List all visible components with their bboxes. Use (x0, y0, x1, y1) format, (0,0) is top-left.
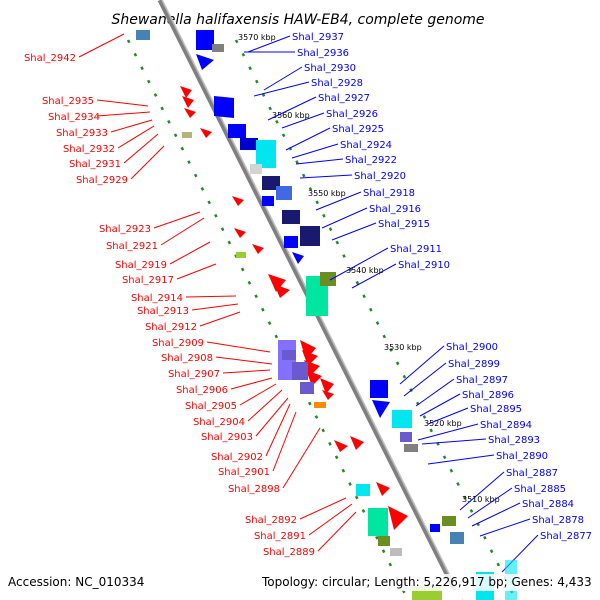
gene-label: Shal_2907 (168, 369, 220, 380)
gene-label: Shal_2878 (532, 515, 584, 526)
gene-label: Shal_2890 (496, 451, 548, 462)
gene-label: Shal_2914 (131, 293, 183, 304)
gene-label: Shal_2899 (448, 359, 500, 370)
gene-label: Shal_2887 (506, 468, 558, 479)
gene-label: Shal_2901 (218, 467, 270, 478)
gene-label: Shal_2927 (318, 93, 370, 104)
gene-label: Shal_2902 (211, 452, 263, 463)
reverse-strand-features (136, 30, 408, 556)
gene-label: Shal_2934 (48, 112, 100, 123)
gene-label: Shal_2889 (263, 547, 315, 558)
gene-label: Shal_2898 (228, 484, 280, 495)
kbp-label: 3550 kbp (308, 189, 346, 198)
gene-label: Shal_2877 (540, 531, 592, 542)
gene-label: Shal_2923 (99, 224, 151, 235)
accession-text: Accession: NC_010334 (8, 575, 144, 589)
gene-label: Shal_2916 (369, 204, 421, 215)
kbp-markers: 3570 kbp 3560 kbp 3550 kbp 3540 kbp 3530… (238, 33, 500, 504)
gene-label: Shal_2915 (378, 219, 430, 230)
gene-label: Shal_2928 (311, 78, 363, 89)
gene-label: Shal_2936 (297, 48, 349, 59)
gene-label: Shal_2894 (480, 420, 532, 431)
gene-label: Shal_2930 (304, 63, 356, 74)
gene-label: Shal_2919 (115, 260, 167, 271)
kbp-label: 3520 kbp (424, 419, 462, 428)
gene-label: Shal_2926 (326, 109, 378, 120)
gene-label: Shal_2893 (488, 435, 540, 446)
gene-label: Shal_2892 (245, 515, 297, 526)
reverse-leader-lines (78, 33, 357, 552)
gene-label: Shal_2897 (456, 375, 508, 386)
gene-label: Shal_2884 (522, 499, 574, 510)
gene-label: Shal_2929 (76, 175, 128, 186)
gene-label: Shal_2924 (340, 140, 392, 151)
gene-label: Shal_2918 (363, 188, 415, 199)
gene-label: Shal_2912 (145, 322, 197, 333)
gene-label: Shal_2909 (152, 338, 204, 349)
gene-label: Shal_2905 (185, 401, 237, 412)
kbp-label: 3560 kbp (272, 111, 310, 120)
genome-summary-text: Topology: circular; Length: 5,226,917 bp… (261, 575, 592, 589)
forward-leader-lines (244, 35, 539, 573)
gene-label: Shal_2932 (63, 144, 115, 155)
gene-label: Shal_2925 (332, 124, 384, 135)
gene-label: Shal_2937 (292, 32, 344, 43)
map-title: Shewanella halifaxensis HAW-EB4, complet… (111, 12, 484, 28)
gene-label: Shal_2903 (201, 432, 253, 443)
forward-gene-labels: Shal_2937 Shal_2936 Shal_2930 Shal_2928 … (292, 32, 592, 542)
gene-label: Shal_2910 (398, 260, 450, 271)
kbp-label: 3540 kbp (346, 266, 384, 275)
gene-label: Shal_2904 (193, 417, 245, 428)
gene-label: Shal_2900 (446, 342, 498, 353)
gene-label: Shal_2895 (470, 404, 522, 415)
gene-label: Shal_2891 (254, 531, 306, 542)
gene-label: Shal_2933 (56, 128, 108, 139)
kbp-label: 3510 kbp (462, 495, 500, 504)
gene-label: Shal_2911 (390, 244, 442, 255)
reverse-gene-labels: Shal_2942 Shal_2935 Shal_2934 Shal_2933 … (24, 53, 315, 558)
kbp-label: 3530 kbp (384, 343, 422, 352)
gene-label: Shal_2885 (514, 484, 566, 495)
gene-label: Shal_2920 (354, 171, 406, 182)
gene-label: Shal_2906 (176, 385, 228, 396)
gene-label: Shal_2896 (462, 390, 514, 401)
gene-label: Shal_2942 (24, 53, 76, 64)
gene-label: Shal_2917 (122, 275, 174, 286)
gene-label: Shal_2908 (161, 353, 213, 364)
gene-label: Shal_2935 (42, 96, 94, 107)
gene-label: Shal_2922 (345, 155, 397, 166)
kbp-label: 3570 kbp (238, 33, 276, 42)
gene-label: Shal_2931 (69, 159, 121, 170)
gene-label: Shal_2921 (106, 241, 158, 252)
gene-label: Shal_2913 (137, 306, 189, 317)
